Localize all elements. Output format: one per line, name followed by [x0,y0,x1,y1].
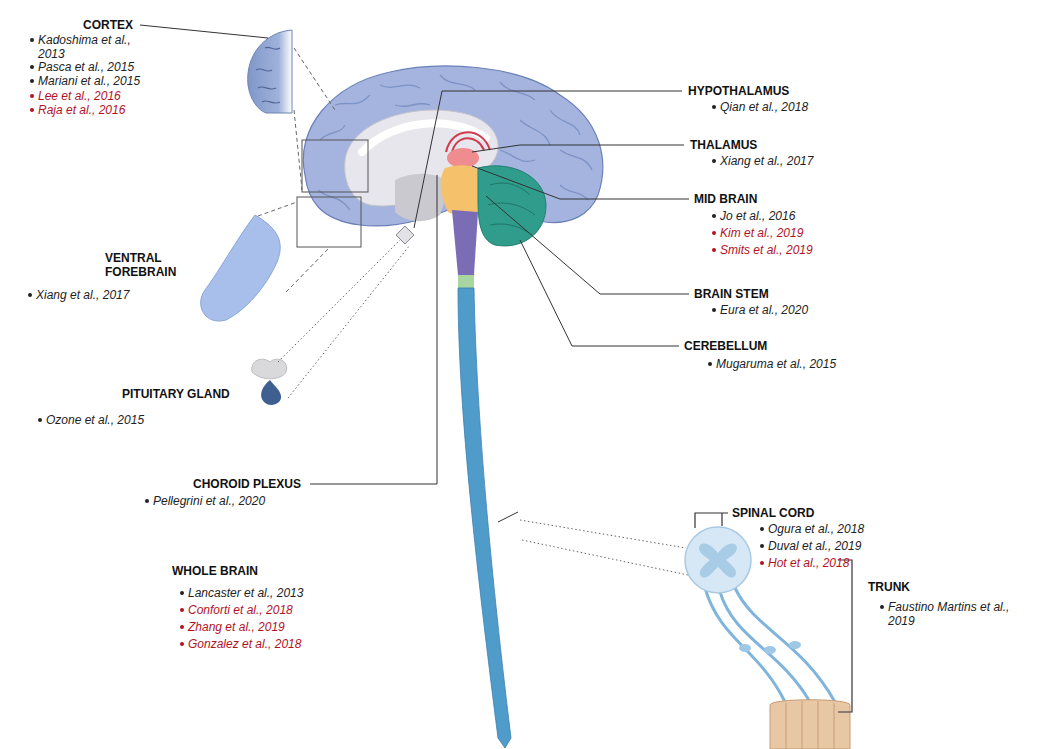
region-heading: THALAMUS [690,138,757,152]
bullet-dot [30,94,34,98]
bullet-dot [38,418,42,422]
ganglion [789,641,801,649]
citation: Qian et al., 2018 [720,100,808,114]
citation: Kim et al., 2019 [720,226,803,240]
citation: Pellegrini et al., 2020 [153,494,265,508]
region-heading: CHOROID PLEXUS [193,477,301,491]
cervical-segment [458,275,474,289]
cerebellum-folia [488,183,535,232]
citation: Ogura et al., 2018 [768,522,864,536]
zoom-line [520,520,688,575]
pituitary-stalk [252,359,287,379]
leader-line [486,196,689,294]
citation: Pasca et al., 2015 [38,60,134,74]
bullet-dot [760,527,764,531]
bullet-dot [760,561,764,565]
citation: Gonzalez et al., 2018 [188,637,301,651]
cortex-fold [256,47,280,103]
region-heading: BRAIN STEM [694,287,769,301]
region-heading: MID BRAIN [694,192,757,206]
bullet-dot [30,38,34,42]
bullet-dot [712,214,716,218]
bullet-dot [708,362,712,366]
citation: Xiang et al., 2017 [36,288,129,302]
citation: Eura et al., 2020 [720,303,808,317]
bullet-dot [712,231,716,235]
citation: Faustino Martins et al., 2019 [888,600,1028,628]
pituitary-marker [396,226,414,244]
citation: Kadoshima et al., 2013 [38,33,143,61]
bracket [838,560,852,712]
bullet-dot [712,308,716,312]
bullet-dot [712,105,716,109]
bullet-dot [880,605,884,609]
citation: Zhang et al., 2019 [188,620,285,634]
region-heading: TRUNK [868,580,910,594]
thalamus-shape [447,148,479,168]
citation: Lee et al., 2016 [38,89,121,103]
zoom-line [258,48,335,292]
bullet-dot [145,499,149,503]
region-heading: HYPOTHALAMUS [688,84,789,98]
citation: Hot et al., 2018 [768,556,849,570]
citation: Jo et al., 2016 [720,209,795,223]
bullet-dot [180,591,184,595]
leader-line [140,25,268,38]
region-heading: WHOLE BRAIN [172,564,258,578]
cord-cross-section [685,527,751,593]
bullet-dot [760,544,764,548]
citation: Raja et al., 2016 [38,103,125,117]
bullet-dot [180,625,184,629]
citation: Conforti et al., 2018 [188,603,293,617]
cerebrum [303,66,602,226]
nerve-root [705,588,835,702]
section-mark [498,512,518,522]
citation: Lancaster et al., 2013 [188,586,303,600]
zoom-box [302,140,368,192]
grey-matter [699,543,737,577]
bracket [695,513,728,528]
bullet-dot [30,65,34,69]
ganglion [739,644,751,652]
citation: Ozone et al., 2015 [46,413,144,427]
region-heading: CORTEX [83,18,133,32]
citation: Mariani et al., 2015 [38,74,140,88]
leader-line [520,240,679,346]
bullet-dot [180,642,184,646]
bullet-dot [30,79,34,83]
region-heading: VENTRAL FOREBRAIN [105,251,190,279]
medulla-shape [452,210,478,275]
ganglion [764,646,776,654]
citation: Xiang et al., 2017 [720,154,813,168]
leader-line [472,166,689,199]
muscle-fibres [786,701,834,749]
leader-line [310,175,437,484]
bullet-dot [712,248,716,252]
ventral-forebrain-shape [201,215,281,321]
leader-line [472,145,684,152]
region-heading: PITUITARY GLAND [122,387,230,401]
bullet-dot [712,159,716,163]
leader-line [414,91,682,228]
cortex-slice [248,30,292,113]
citation: Duval et al., 2019 [768,539,861,553]
region-heading: CEREBELLUM [684,339,767,353]
pituitary-gland [261,380,281,405]
spinal-cord [458,288,511,748]
citation: Mugaruma et al., 2015 [716,357,836,371]
zoom-line [278,240,410,398]
region-heading: SPINAL CORD [732,506,814,520]
muscle-bundle [770,700,850,749]
cerebellum-shape [478,166,546,246]
bullet-dot [30,108,34,112]
citation: Smits et al., 2019 [720,243,813,257]
zoom-box [297,197,361,247]
bullet-dot [180,608,184,612]
bullet-dot [28,293,32,297]
